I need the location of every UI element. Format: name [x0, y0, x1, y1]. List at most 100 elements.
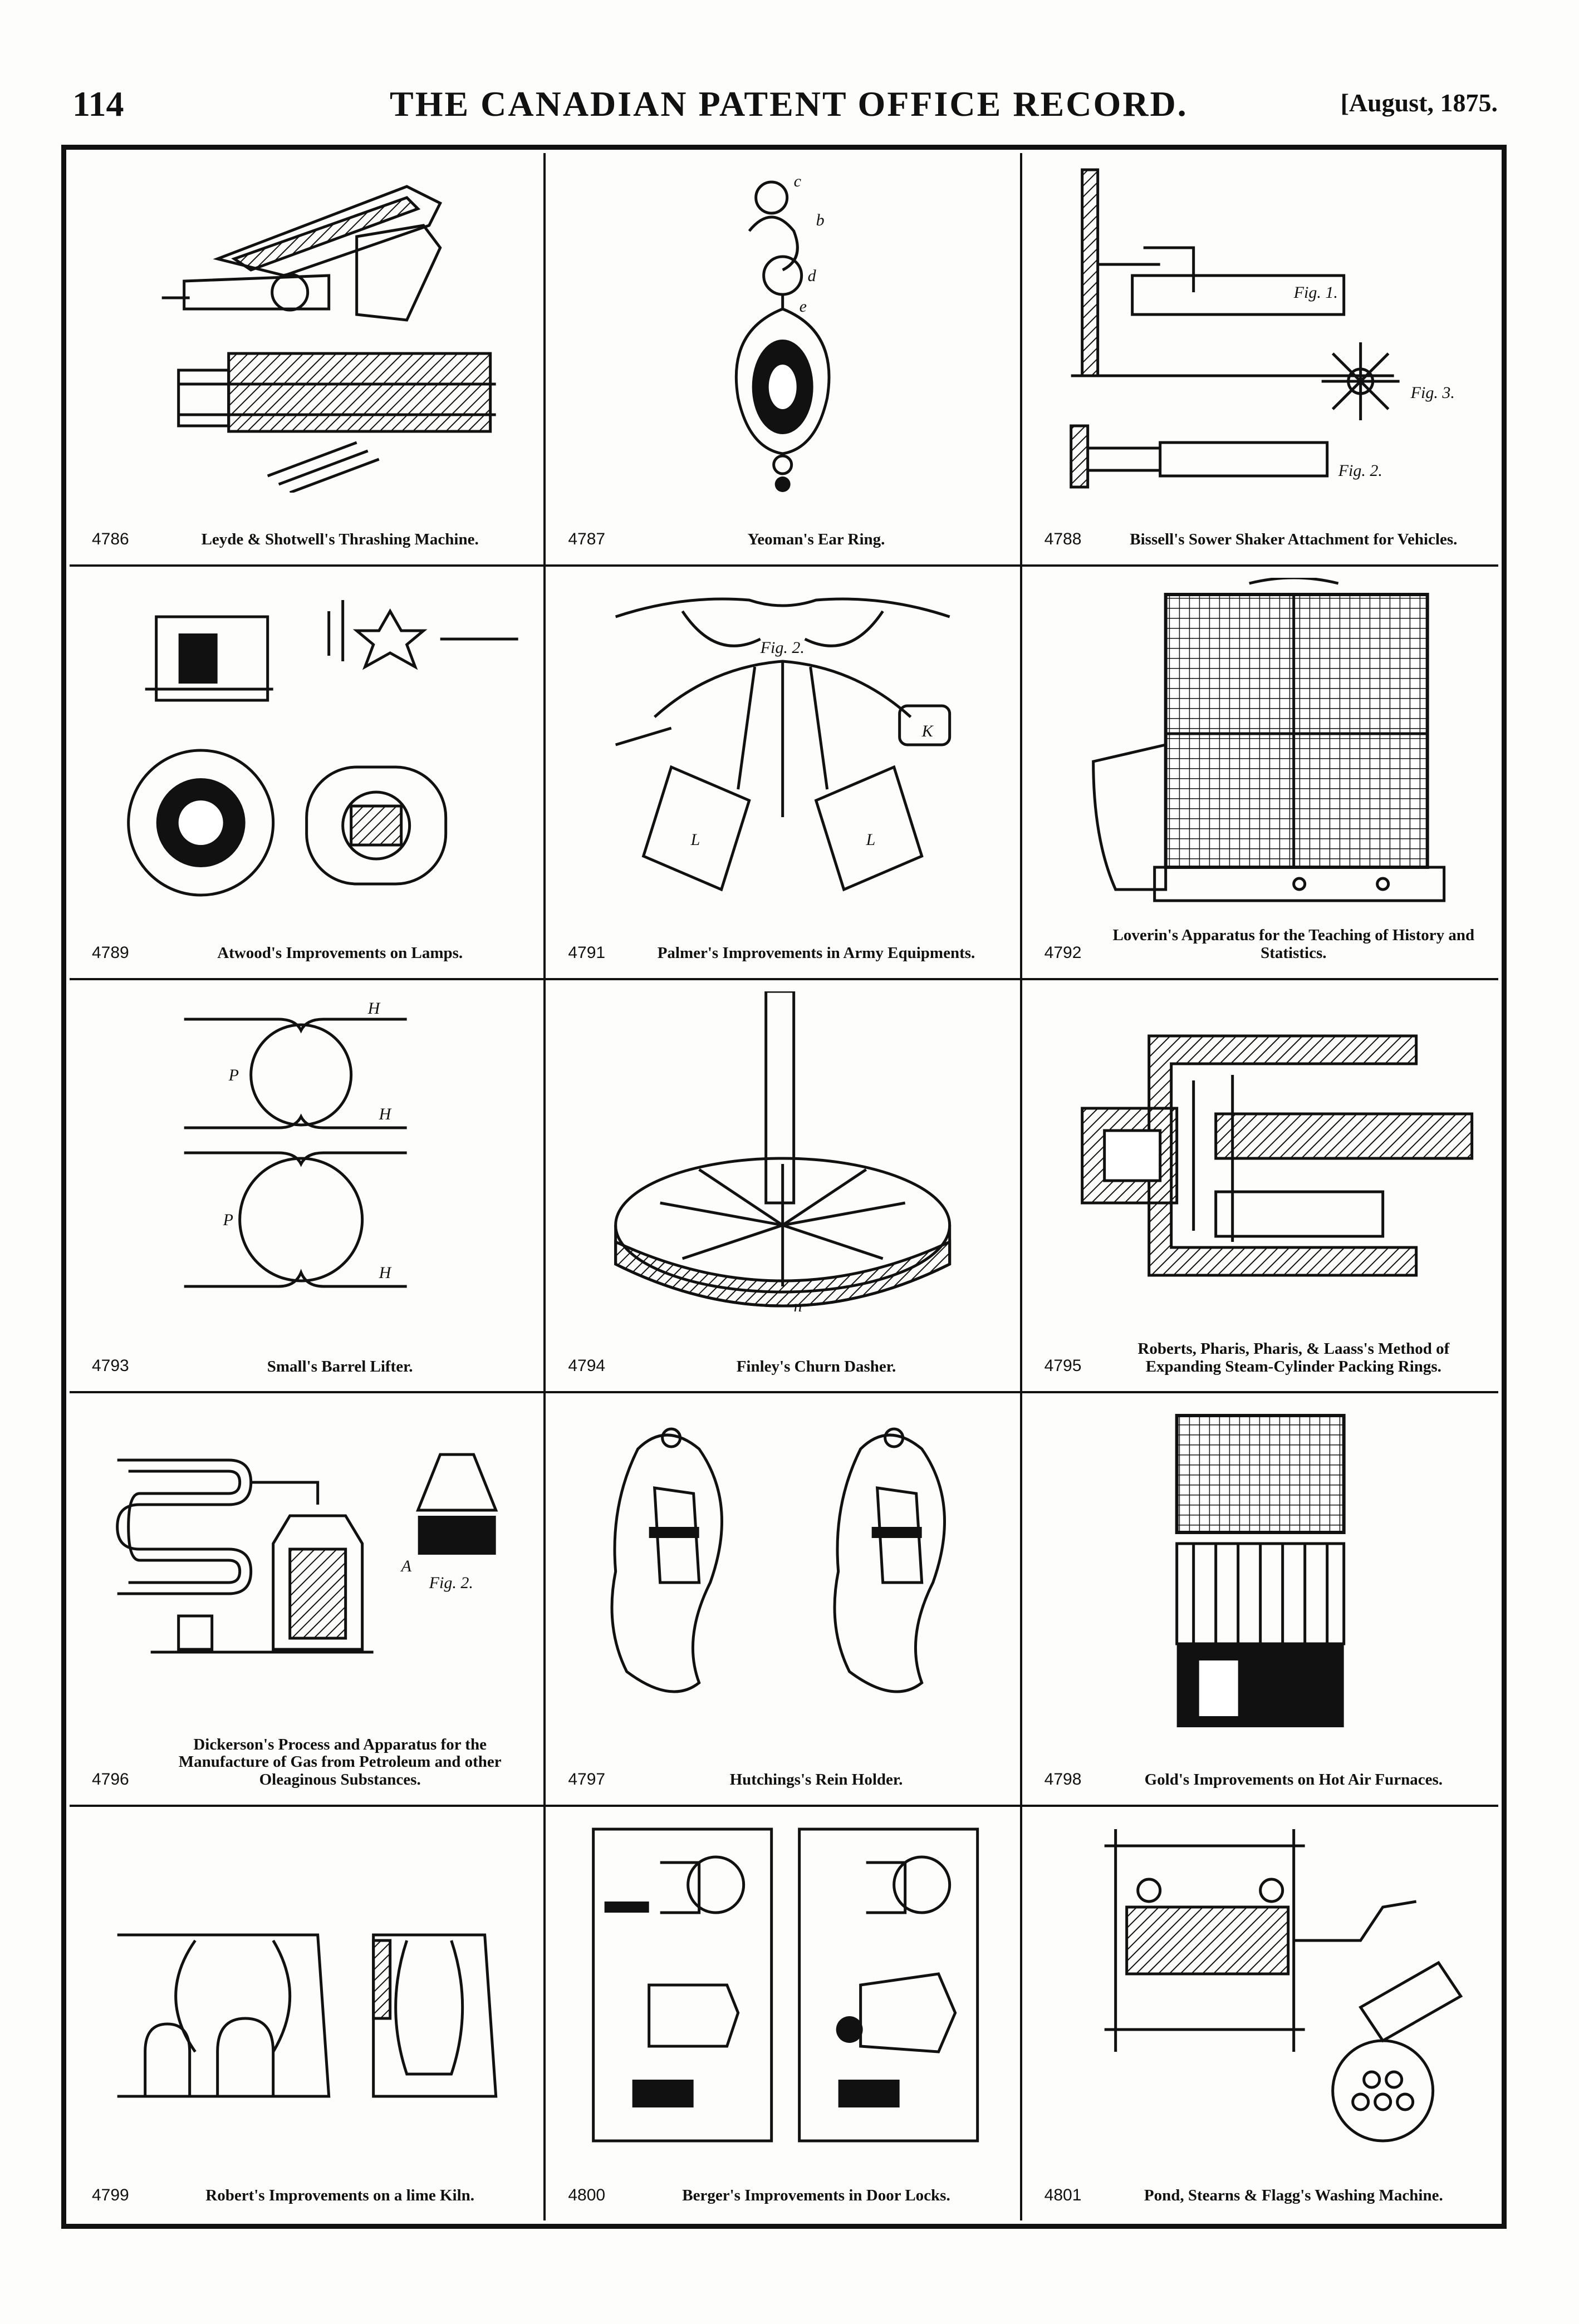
patent-cell: c b d e 4787 Yeoman's Ear Ring.: [546, 153, 1022, 567]
teaching-apparatus-illustration: [1091, 577, 1445, 902]
page-date: [August, 1875.: [1340, 89, 1498, 117]
figure-label: L: [866, 831, 876, 849]
patent-title: Berger's Improvements in Door Locks.: [682, 2187, 950, 2205]
packing-ring-illustration: [1080, 1034, 1473, 1277]
figure-label: L: [690, 831, 700, 849]
patent-caption: 4786 Leyde & Shotwell's Thrashing Machin…: [92, 499, 527, 549]
patent-caption: 4789 Atwood's Improvements on Lamps.: [92, 912, 527, 962]
patent-cell: 4789 Atwood's Improvements on Lamps.: [70, 566, 546, 980]
gas-apparatus-illustration: A Fig. 2.: [116, 1453, 498, 1654]
patent-title: Hutchings's Rein Holder.: [729, 1771, 903, 1789]
patent-number: 4789: [92, 943, 129, 962]
figure-label: b: [816, 211, 825, 229]
patent-number: 4794: [568, 1357, 606, 1375]
patent-number: 4801: [1044, 2185, 1082, 2204]
patent-caption: 4796 Dickerson's Process and Apparatus f…: [92, 1735, 527, 1789]
figure-label: Fig. 2.: [429, 1574, 473, 1592]
patent-cell: A Fig. 2. 4796 Dickerson's Process and A…: [70, 1393, 546, 1807]
patent-number: 4796: [92, 1770, 129, 1789]
page-title: THE CANADIAN PATENT OFFICE RECORD.: [390, 84, 1188, 124]
figure-label: e: [800, 297, 807, 316]
patent-number: 4786: [92, 529, 129, 548]
patent-grid: 4786 Leyde & Shotwell's Thrashing Machin…: [70, 153, 1498, 2220]
figure-label: H: [379, 1264, 393, 1282]
patent-caption: 4795 Roberts, Pharis, Pharis, & Laass's …: [1045, 1325, 1482, 1375]
patent-caption: 4793 Small's Barrel Lifter.: [92, 1325, 527, 1375]
patent-caption: 4792 Loverin's Apparatus for the Teachin…: [1045, 912, 1482, 962]
ear-ring-illustration: c b d e: [735, 172, 831, 492]
patent-cell: Fig. 2. L L K 4791 Palmer's Improvements…: [546, 566, 1022, 980]
patent-caption: 4799 Robert's Improvements on a lime Kil…: [92, 2155, 527, 2205]
patent-title: Roberts, Pharis, Pharis, & Laass's Metho…: [1137, 1339, 1450, 1375]
patent-number: 4799: [92, 2185, 129, 2204]
page-header: 114 THE CANADIAN PATENT OFFICE RECORD. […: [72, 83, 1498, 134]
door-lock-illustration: [592, 1827, 979, 2143]
patent-caption: 4787 Yeoman's Ear Ring.: [568, 499, 1003, 549]
figure-label: Fig. 2.: [1337, 461, 1382, 480]
rein-holder-illustration: [610, 1427, 947, 1693]
figure-label: Fig. 1.: [1293, 283, 1337, 302]
page-number: 114: [72, 84, 124, 124]
patent-cell: 4795 Roberts, Pharis, Pharis, & Laass's …: [1022, 980, 1498, 1394]
engraving-plate: 4786 Leyde & Shotwell's Thrashing Machin…: [61, 145, 1507, 2229]
patent-title: Yeoman's Ear Ring.: [747, 530, 885, 548]
figure-label: A: [400, 1557, 412, 1575]
patent-cell: Fig. 1. Fig. 3. Fig. 2. 4788 Bissell's S…: [1022, 153, 1498, 567]
churn-dasher-illustration: n: [614, 991, 952, 1315]
hot-air-furnace-illustration: [1175, 1414, 1346, 1728]
patent-title: Dickerson's Process and Apparatus for th…: [178, 1735, 502, 1789]
lamp-illustration: [127, 600, 518, 897]
patent-number: 4800: [568, 2185, 606, 2204]
figure-label: d: [808, 267, 817, 285]
patent-number: 4791: [568, 943, 606, 962]
figure-label: c: [794, 172, 801, 190]
figure-label: P: [223, 1211, 233, 1229]
patent-title: Pond, Stearns & Flagg's Washing Machine.: [1144, 2187, 1443, 2205]
patent-number: 4797: [568, 1770, 606, 1789]
army-equipment-illustration: Fig. 2. L L K: [615, 597, 952, 892]
patent-title: Finley's Churn Dasher.: [736, 1357, 896, 1375]
patent-cell: 4798 Gold's Improvements on Hot Air Furn…: [1022, 1393, 1498, 1807]
patent-title: Gold's Improvements on Hot Air Furnaces.: [1144, 1771, 1443, 1789]
patent-cell: 4801 Pond, Stearns & Flagg's Washing Mac…: [1022, 1807, 1498, 2220]
figure-label: K: [921, 722, 934, 740]
patent-title: Leyde & Shotwell's Thrashing Machine.: [201, 530, 479, 548]
patent-caption: 4794 Finley's Churn Dasher.: [568, 1325, 1003, 1375]
patent-number: 4798: [1044, 1770, 1082, 1789]
patent-title: Bissell's Sower Shaker Attachment for Ve…: [1130, 530, 1458, 548]
patent-cell: 4800 Berger's Improvements in Door Locks…: [546, 1807, 1022, 2220]
patent-cell: 4792 Loverin's Apparatus for the Teachin…: [1022, 567, 1498, 980]
patent-number: 4788: [1044, 529, 1082, 548]
patent-caption: 4788 Bissell's Sower Shaker Attachment f…: [1045, 499, 1482, 549]
patent-caption: 4798 Gold's Improvements on Hot Air Furn…: [1045, 1739, 1482, 1789]
patent-title: Atwood's Improvements on Lamps.: [217, 944, 463, 962]
patent-cell: 4799 Robert's Improvements on a lime Kil…: [70, 1807, 546, 2220]
patent-cell: 4786 Leyde & Shotwell's Thrashing Machin…: [70, 153, 546, 567]
thrashing-machine-illustration: [161, 185, 496, 493]
figure-label: H: [379, 1105, 393, 1123]
washing-machine-illustration: [1104, 1829, 1463, 2143]
patent-number: 4795: [1044, 1357, 1082, 1375]
patent-title: Robert's Improvements on a lime Kiln.: [205, 2187, 475, 2205]
patent-cell: n 4794 Finley's Churn Dasher.: [546, 980, 1022, 1394]
patent-number: 4787: [568, 529, 606, 548]
patent-number: 4793: [92, 1357, 129, 1375]
patent-caption: 4797 Hutchings's Rein Holder.: [568, 1739, 1003, 1789]
figure-label: n: [794, 1297, 802, 1315]
patent-caption: 4801 Pond, Stearns & Flagg's Washing Mac…: [1045, 2155, 1482, 2205]
sower-shaker-illustration: Fig. 1. Fig. 3. Fig. 2.: [1069, 168, 1454, 489]
barrel-lifter-illustration: H H H P P: [184, 999, 407, 1288]
patent-number: 4792: [1044, 943, 1082, 962]
figure-label: P: [228, 1066, 239, 1084]
patent-title: Palmer's Improvements in Army Equipments…: [657, 944, 975, 962]
lime-kiln-illustration: [117, 1933, 498, 2098]
patent-caption: 4800 Berger's Improvements in Door Locks…: [568, 2155, 1003, 2205]
patent-cell: 4797 Hutchings's Rein Holder.: [546, 1393, 1022, 1807]
patent-title: Small's Barrel Lifter.: [267, 1357, 413, 1375]
figure-label: Fig. 2.: [760, 638, 805, 657]
patent-cell: H H H P P 4793 Small's Barrel Lifter.: [70, 980, 546, 1394]
figure-label: H: [367, 999, 381, 1018]
patent-caption: 4791 Palmer's Improvements in Army Equip…: [568, 912, 1003, 962]
patent-title: Loverin's Apparatus for the Teaching of …: [1112, 926, 1475, 962]
figure-label: Fig. 3.: [1410, 384, 1454, 402]
